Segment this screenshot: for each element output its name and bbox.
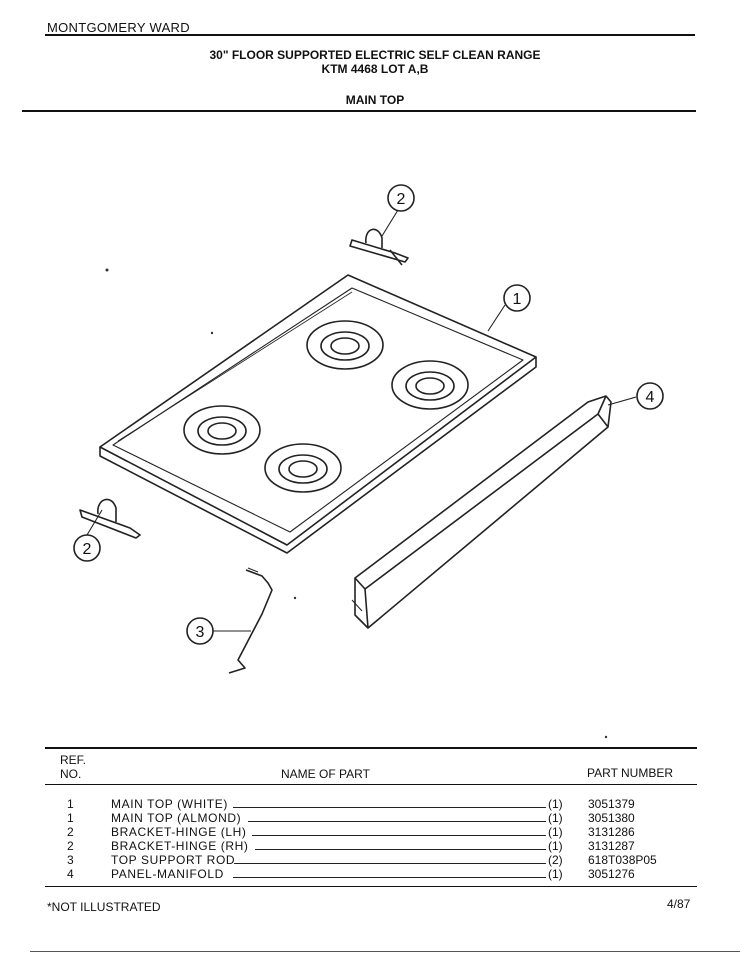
- row-ref: 3: [67, 853, 74, 867]
- table-row: 1 MAIN TOP (WHITE) (1) 3051379: [0, 797, 750, 811]
- top-support-rod-drawing: [228, 567, 273, 674]
- header-bottom-rule: [22, 110, 696, 112]
- table-row: 2 BRACKET-HINGE (LH) (1) 3131286: [0, 825, 750, 839]
- row-part-name: MAIN TOP (ALMOND): [111, 811, 242, 825]
- bracket-hinge-lh-drawing: [79, 498, 141, 539]
- col-header-ref-line2: NO.: [60, 767, 82, 781]
- row-part-number: 618T038P05: [588, 853, 657, 867]
- row-part-number: 3051380: [588, 811, 635, 825]
- row-part-name: MAIN TOP (WHITE): [111, 797, 228, 811]
- callout-3: 3: [196, 624, 205, 641]
- row-qty: (1): [548, 811, 563, 825]
- brand-name: MONTGOMERY WARD: [47, 20, 190, 35]
- bracket-hinge-rh-drawing: [349, 228, 409, 266]
- table-row: 2 BRACKET-HINGE (RH) (1) 3131287: [0, 839, 750, 853]
- callout-2-top: 2: [397, 191, 406, 208]
- row-part-name: TOP SUPPORT ROD: [111, 853, 236, 867]
- row-ref: 2: [67, 839, 74, 853]
- table-row: 4 PANEL-MANIFOLD (1) 3051276: [0, 867, 750, 881]
- main-top-drawing: [99, 274, 537, 554]
- table-row: 1 MAIN TOP (ALMOND) (1) 3051380: [0, 811, 750, 825]
- table-header-rule: [45, 784, 697, 785]
- row-part-name: BRACKET-HINGE (RH): [111, 839, 249, 853]
- callout-2-left: 2: [83, 541, 92, 558]
- row-ref: 4: [67, 867, 74, 881]
- row-part-number: 3131286: [588, 825, 635, 839]
- row-qty: (1): [548, 797, 563, 811]
- row-qty: (2): [548, 853, 563, 867]
- page-title-line2: KTM 4468 LOT A,B: [321, 62, 429, 76]
- table-bottom-rule: [45, 886, 697, 887]
- revision-date: 4/87: [667, 897, 691, 911]
- col-header-part-number: PART NUMBER: [587, 766, 674, 780]
- row-part-number: 3131287: [588, 839, 635, 853]
- row-part-name: BRACKET-HINGE (LH): [111, 825, 247, 839]
- footnote: *NOT ILLUSTRATED: [47, 900, 161, 914]
- row-ref: 1: [67, 797, 74, 811]
- row-leader: [233, 807, 546, 808]
- row-qty: (1): [548, 825, 563, 839]
- row-qty: (1): [548, 839, 563, 853]
- row-leader: [234, 863, 546, 864]
- surface-burners: [183, 320, 469, 493]
- row-leader: [252, 835, 546, 836]
- section-title: MAIN TOP: [345, 93, 405, 107]
- row-leader: [248, 821, 546, 822]
- row-part-number: 3051276: [588, 867, 635, 881]
- callout-1: 1: [513, 291, 522, 308]
- row-part-number: 3051379: [588, 797, 635, 811]
- header-top-rule: [45, 34, 695, 36]
- col-header-ref-line1: REF.: [60, 753, 87, 767]
- table-row: 3 TOP SUPPORT ROD (2) 618T038P05: [0, 853, 750, 867]
- row-qty: (1): [548, 867, 563, 881]
- row-ref: 1: [67, 811, 74, 825]
- parts-diagram: 2 1 4 2 3: [73, 184, 664, 739]
- row-part-name: PANEL-MANIFOLD: [111, 867, 224, 881]
- panel-manifold-drawing: [351, 395, 612, 629]
- table-top-rule: [45, 747, 697, 749]
- page-title-line1: 30" FLOOR SUPPORTED ELECTRIC SELF CLEAN …: [209, 48, 541, 62]
- row-leader: [255, 849, 546, 850]
- page-bottom-rule: [30, 951, 740, 952]
- row-ref: 2: [67, 825, 74, 839]
- row-leader: [233, 877, 546, 878]
- callout-4: 4: [646, 389, 655, 406]
- col-header-name: NAME OF PART: [281, 767, 370, 781]
